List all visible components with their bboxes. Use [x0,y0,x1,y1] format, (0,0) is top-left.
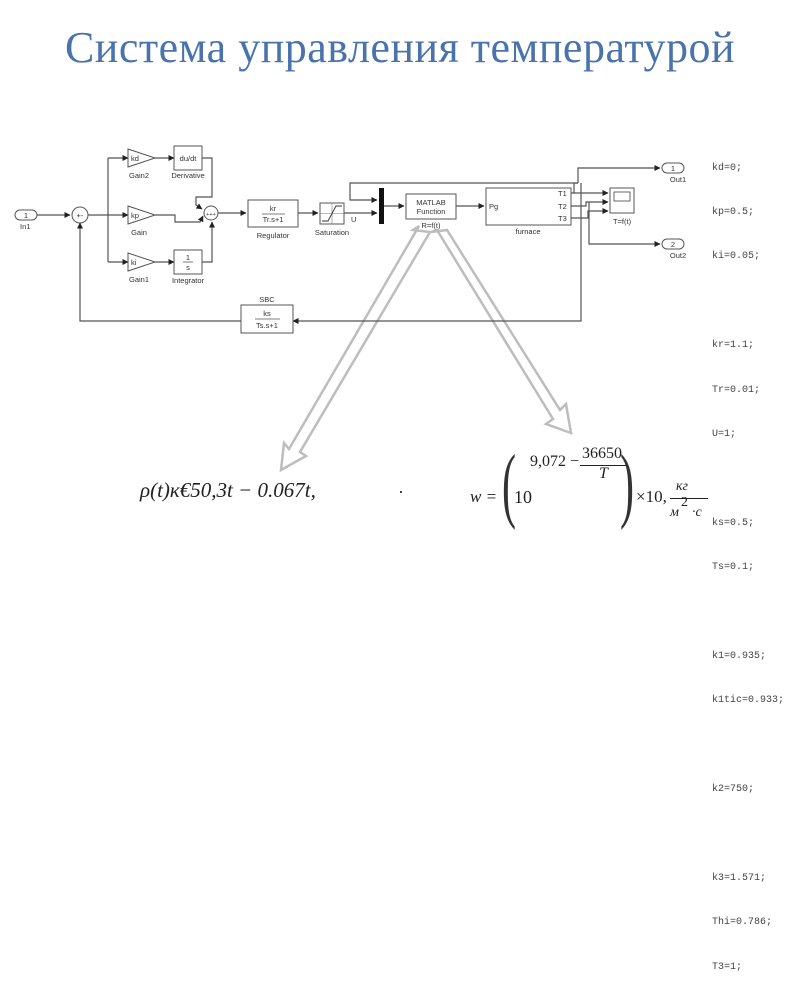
sbc-den: Ts.s+1 [256,321,278,330]
matlab-function-line1: MATLAB [416,198,445,207]
paren-right-icon: ) [620,438,634,531]
furnace-output-t2: T2 [558,202,567,211]
furnace-label: furnace [515,227,540,236]
out1-port-number: 1 [671,164,675,173]
hollow-arrow-right [430,228,573,435]
derivative-block[interactable]: du/dt Derivative [171,145,205,180]
outport-out1[interactable]: 1 Out1 [661,162,686,184]
simulink-diagram: 1 In1 +- kd Gain2 du/dt Derivative kp Ga… [14,145,686,473]
gain2-value: kd [131,154,139,163]
in1-port-number: 1 [24,211,28,220]
furnace-input-port: Pg [489,202,498,211]
param-line: kd=0; [712,162,743,174]
param-line: ks=0.5; [712,517,755,529]
furnace-output-t3: T3 [558,214,567,223]
in1-label: In1 [20,222,30,231]
derivative-value: du/dt [180,154,198,163]
integrator-block[interactable]: 1 s Integrator [172,249,205,285]
out2-port-number: 2 [671,240,675,249]
formula-density: ρ(t)к€50,3t − 0.067t, [140,478,316,502]
formula-base: 10 [514,487,532,507]
regulator-den: Tr.s+1 [263,215,284,224]
param-line: kr=1.1; [712,340,755,352]
gain2-label: Gain2 [129,171,149,180]
regulator-label: Regulator [257,231,290,240]
inport-in1[interactable]: 1 In1 [14,209,38,231]
parameter-list: kd=0; kp=0.5; ki=0.05; kr=1.1; Tr=0.01; … [712,132,784,990]
param-line: Thi=0.786; [712,917,773,929]
param-line: U=1; [712,428,737,440]
gain2-block[interactable]: kd Gain2 [127,148,157,180]
gain-block[interactable]: kp Gain [127,205,157,237]
formula-unit-num: кг [676,479,689,494]
formula-mult: ×10, [636,487,667,506]
param-line: Ts=0.1; [712,562,755,574]
param-line: kp=0.5; [712,206,755,218]
sbc-num: ks [263,309,271,318]
furnace-output-t1: T1 [558,189,567,198]
gain-label: Gain [131,228,147,237]
scope-label: T=f(t) [613,217,632,226]
param-line: k3=1.571; [712,872,767,884]
out1-label: Out1 [670,175,686,184]
sum-pid-block[interactable]: +++ [203,205,219,221]
param-line [712,295,784,310]
gain1-block[interactable]: ki Gain1 [127,252,157,284]
out2-label: Out2 [670,251,686,260]
formula-unit-den-tail: ·с [692,505,702,520]
derivative-label: Derivative [171,171,204,180]
param-line: ki=0.05; [712,251,761,263]
scope-block[interactable]: T=f(t) [609,187,635,226]
matlab-function-block[interactable]: MATLAB Function R=f(t) [405,193,457,230]
mux-block[interactable] [379,188,384,224]
sum-pid-signs: +++ [206,212,216,218]
formula-exp-den: T [599,465,608,482]
formula-exp-num: 36650 [582,445,622,462]
formula-evaporation-rate: w = ( 10 9,072 − 36650 T ) ×10, кг м 2 ·… [470,438,708,533]
param-line: k2=750; [712,784,755,796]
saturation-label: Saturation [315,228,349,237]
hollow-arrow-left [279,224,433,473]
formula-exp-bar [580,465,628,466]
formula-lhs: w = [470,487,498,506]
formula-exp-const: 9,072 − [530,453,580,470]
matlab-function-label: R=f(t) [422,221,441,230]
formula-unit-den-exp: 2 [681,495,688,510]
integrator-label: Integrator [172,276,205,285]
param-line: k1tic=0.933; [712,695,785,707]
outport-out2[interactable]: 2 Out2 [661,238,686,260]
sbc-block[interactable]: SBC ks Ts.s+1 [240,295,294,334]
sum-error-signs: +- [77,211,84,220]
gain1-value: ki [131,258,137,267]
saturation-block[interactable]: Saturation U [315,202,357,237]
formula-dot: · [398,482,404,502]
gain1-label: Gain1 [129,275,149,284]
saturation-signal-label: U [351,215,356,224]
regulator-block[interactable]: kr Tr.s+1 Regulator [247,199,299,240]
sum-error-block[interactable]: +- [71,206,89,224]
gain-value: kp [131,211,139,220]
paren-left-icon: ( [502,438,516,531]
param-line [712,827,784,842]
sbc-title: SBC [259,295,275,304]
param-line: T3=1; [712,961,743,973]
param-line [712,472,784,487]
matlab-function-line2: Function [417,207,446,216]
regulator-num: kr [270,204,277,213]
page-title: Система управления температурой [64,23,736,72]
param-line: k1=0.935; [712,650,767,662]
param-line [712,739,784,754]
param-line [712,606,784,621]
param-line: Tr=0.01; [712,384,761,396]
integrator-den: s [186,263,190,272]
furnace-block[interactable]: Pg T1 T2 T3 furnace [485,187,572,236]
formula-unit-bar [670,498,708,499]
integrator-num: 1 [186,253,190,262]
formula-unit-den-base: м [670,505,679,520]
